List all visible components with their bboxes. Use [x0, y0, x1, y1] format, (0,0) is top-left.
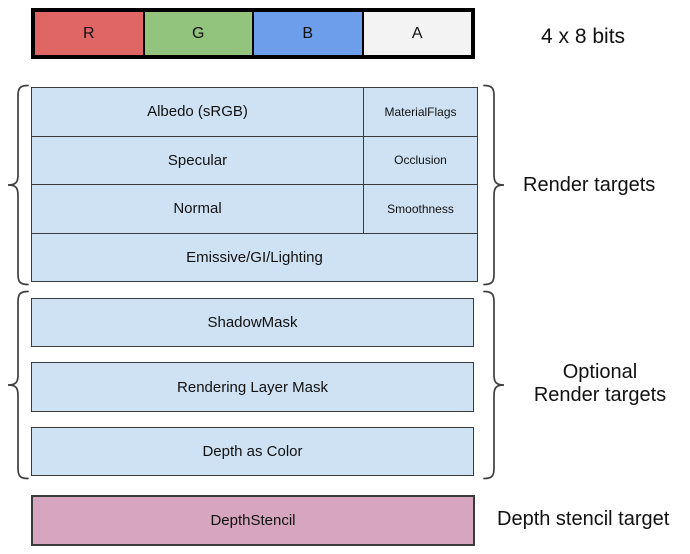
channel-cell-b: B [252, 10, 364, 57]
rt-cell-smoothness: Smoothness [364, 185, 477, 233]
channel-cell-g: G [142, 10, 254, 57]
render-targets-table: Albedo (sRGB) MaterialFlags Specular Occ… [31, 87, 478, 282]
optional-label-line1: Optional [562, 361, 638, 383]
optional-render-targets-label: Optional Render targets [500, 361, 690, 407]
left-brace-optional-targets-icon [7, 290, 29, 480]
channel-label-r: R [82, 24, 95, 42]
rt-cell-occlusion: Occlusion [364, 136, 477, 184]
pixel-format-bar: R G B A [31, 8, 475, 59]
depthstencil-box: DepthStencil [31, 495, 475, 546]
channel-label-b: B [302, 24, 314, 42]
right-brace-render-targets-icon [483, 84, 505, 286]
depth-stencil-target-label: Depth stencil target [497, 508, 670, 530]
shadowmask-box: ShadowMask [31, 298, 474, 347]
channel-label-g: G [192, 24, 205, 42]
channel-cell-r: R [33, 10, 145, 57]
render-targets-label: Render targets [523, 174, 656, 196]
channel-label-a: A [411, 24, 423, 42]
rendering-layer-mask-box: Rendering Layer Mask [31, 362, 474, 412]
rt-cell-albedo: Albedo (sRGB) [32, 88, 363, 136]
channel-cell-a: A [361, 10, 473, 57]
rt-cell-emissive: Emissive/GI/Lighting [32, 233, 477, 281]
rt-cell-materialflags: MaterialFlags [364, 88, 477, 136]
rt-cell-specular: Specular [32, 136, 363, 184]
bits-caption: 4 x 8 bits [541, 25, 626, 48]
depth-as-color-box: Depth as Color [31, 427, 474, 476]
left-brace-render-targets-icon [7, 84, 29, 286]
optional-label-line2: Render targets [533, 384, 667, 406]
right-brace-optional-targets-icon [483, 290, 505, 480]
rt-cell-normal: Normal [32, 185, 363, 233]
